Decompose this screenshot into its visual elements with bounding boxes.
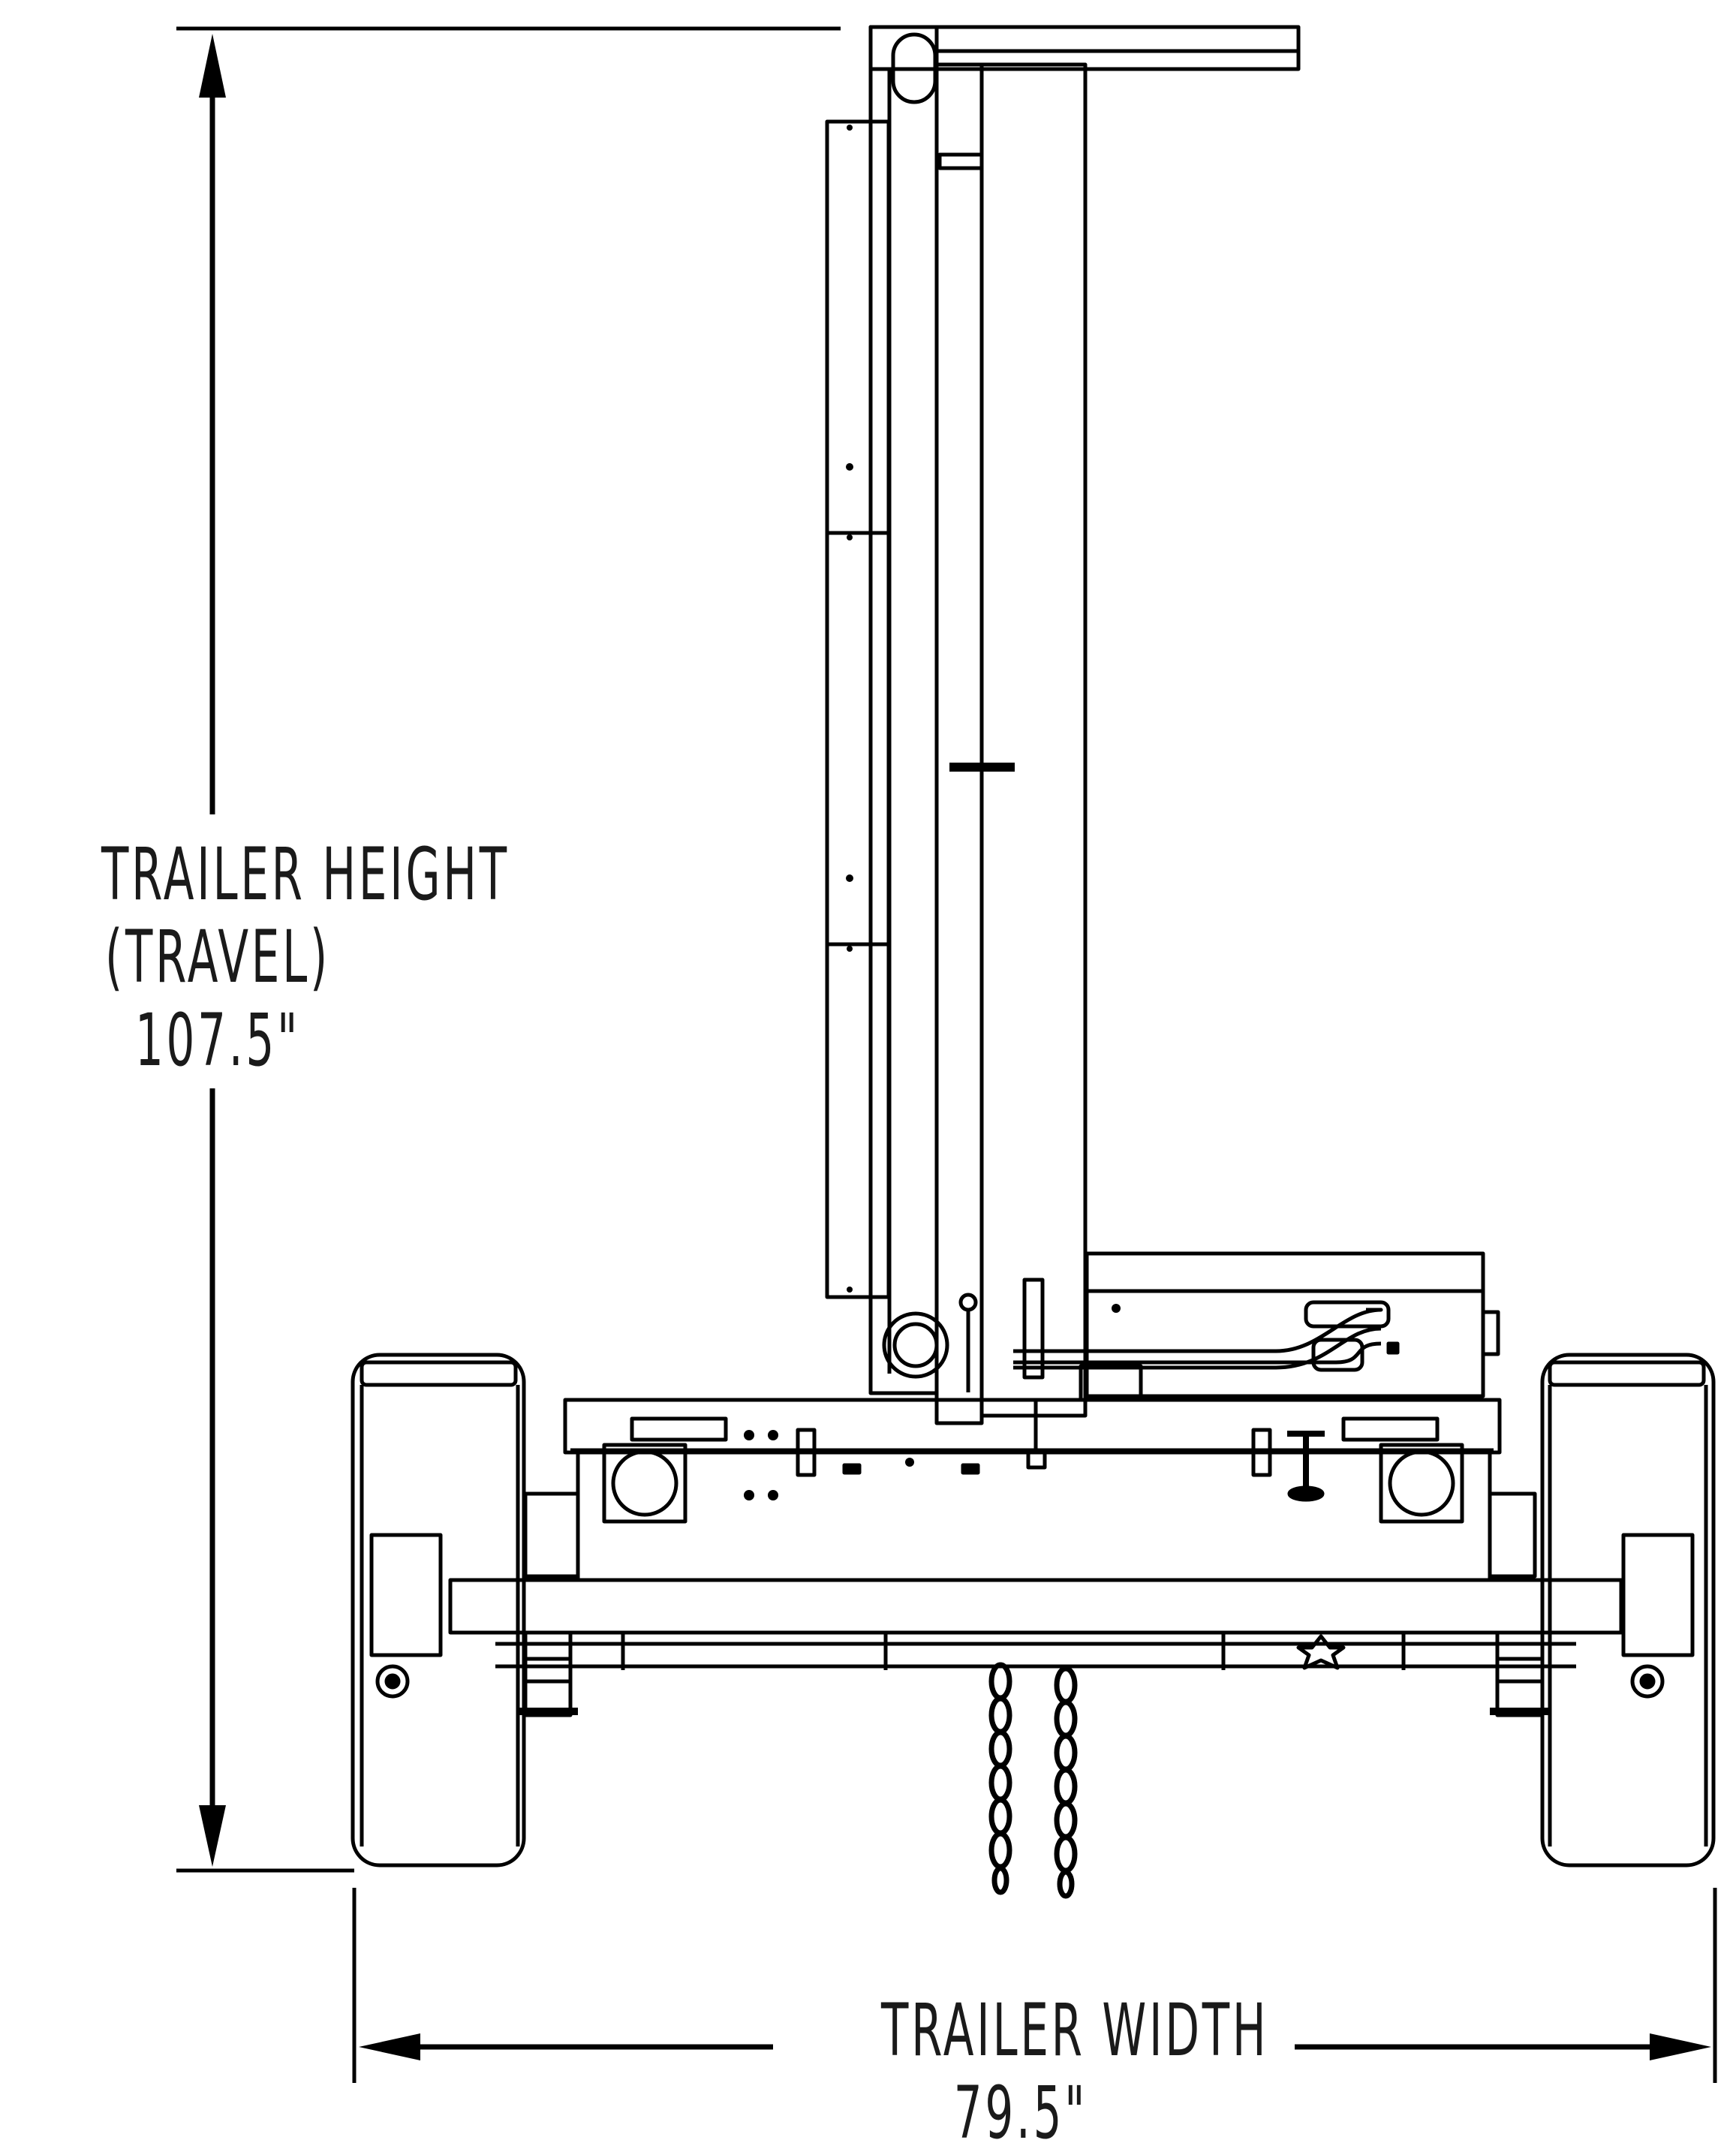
panel-bolt [846, 463, 853, 471]
frame-bolt [768, 1490, 778, 1500]
pivot-lever [1022, 1278, 1045, 1380]
axle-assembly [369, 1533, 1695, 1717]
hose-fitting [1304, 1300, 1391, 1329]
frame-body [576, 1450, 1492, 1582]
coupler-star [1296, 1634, 1346, 1670]
panel-bolt [847, 1287, 853, 1293]
hose-fitting [1311, 1338, 1364, 1372]
taillight-left-housing [602, 1443, 687, 1524]
battery-box-bolt [1112, 1304, 1121, 1313]
hub-right [1621, 1533, 1695, 1657]
mast-assembly [825, 25, 1301, 1425]
trailer-frame [523, 1398, 1537, 1582]
panel-upper [825, 119, 891, 535]
safety-chain-left [988, 1662, 1012, 1895]
frame-bolt [744, 1430, 754, 1440]
hydraulic-hose [1013, 1308, 1383, 1370]
hub-left [369, 1533, 443, 1657]
safety-chain-right [1054, 1666, 1078, 1899]
hub-cap-left [375, 1664, 410, 1699]
hub-cap-left-inner [384, 1673, 401, 1690]
frame-center-tab [1026, 1450, 1047, 1470]
height-dimension [176, 26, 841, 1873]
taillight-bracket-right [1341, 1416, 1440, 1442]
battery-box [1085, 1251, 1485, 1398]
jack-foot [1287, 1485, 1325, 1502]
height-arrow-up [199, 34, 226, 98]
width-arrow-left [359, 2033, 420, 2060]
panel-bolt [847, 125, 853, 131]
mast-pivot-inner [892, 1322, 939, 1368]
lever-knob [958, 1293, 978, 1312]
axle-tube [448, 1578, 1623, 1635]
panel-bolt [847, 946, 853, 952]
panel-lower [825, 942, 891, 1299]
fender-bracket-left [523, 1491, 580, 1579]
taillight-bracket-left [630, 1416, 728, 1442]
frame-slot [961, 1463, 980, 1475]
jack-handle [1287, 1431, 1325, 1495]
trailer-height-label: TRAILER HEIGHT (TRAVEL) 107.5" [101, 832, 510, 1082]
taillight-right [1388, 1449, 1455, 1517]
trailer-width-title: TRAILER WIDTH [881, 1988, 1269, 2072]
taillight-right-housing [1379, 1443, 1464, 1524]
mast-post-front [979, 62, 1088, 1418]
frame-bolt [768, 1430, 778, 1440]
battery-box-latch [1386, 1341, 1400, 1355]
trailer-width-label: TRAILER WIDTH 79.5" [881, 1988, 1269, 2155]
fender-bracket-right [1488, 1491, 1537, 1579]
trailer-height-title: TRAILER HEIGHT [101, 832, 510, 916]
mast-post-main [934, 62, 984, 1425]
trailer-width-value: 79.5" [953, 2071, 1088, 2155]
width-dimension [352, 1888, 1717, 2083]
mast-pivot [882, 1311, 949, 1379]
connector-right [1251, 1428, 1272, 1477]
hub-cap-right-inner [1639, 1673, 1656, 1690]
frame-slot [842, 1463, 862, 1475]
height-arrow-down [199, 1805, 226, 1867]
mast-post-rear [868, 25, 939, 1395]
frame-bolt [744, 1490, 754, 1500]
connector-left [796, 1428, 817, 1477]
panel-middle [825, 531, 891, 947]
trailer-height-value: 107.5" [134, 998, 301, 1082]
taillight-left [611, 1449, 678, 1517]
wheel-left [351, 1353, 526, 1868]
deck-components [882, 1251, 1500, 1402]
panel-bolt [846, 874, 853, 882]
trailer-height-subtitle: (TRAVEL) [105, 915, 330, 1000]
side-handle [1481, 1310, 1500, 1356]
hub-cap-right [1630, 1664, 1665, 1699]
wheel-right [1540, 1353, 1716, 1868]
frame-top-rail [563, 1398, 1502, 1455]
mast-small-bracket [937, 152, 984, 170]
panel-bolt [847, 534, 853, 540]
frame-bolt [905, 1458, 914, 1467]
width-arrow-right [1650, 2033, 1711, 2060]
